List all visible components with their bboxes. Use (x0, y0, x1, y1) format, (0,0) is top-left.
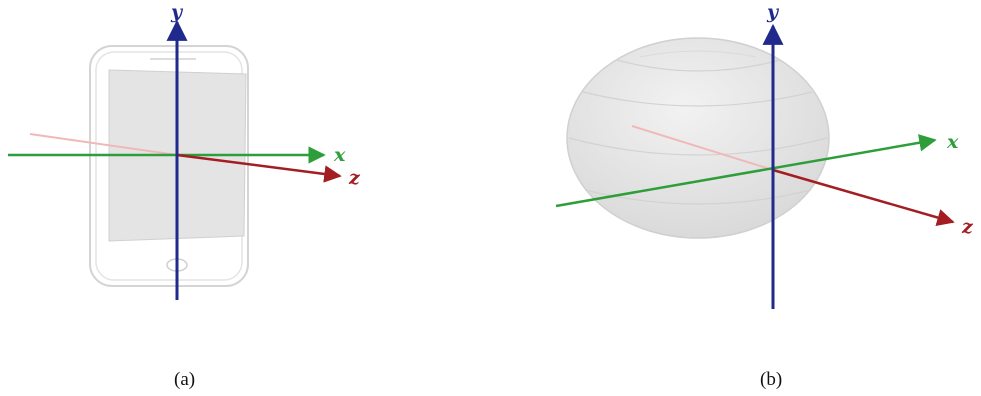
caption-a: (a) (174, 369, 195, 390)
sphere (566, 37, 830, 239)
z-axis-a (176, 153, 342, 183)
z-axis-b (772, 168, 955, 227)
sphere-latitude-3 (568, 137, 828, 156)
z-axis-back-a (29, 133, 178, 156)
sphere-latitude-1 (616, 59, 781, 72)
z-axis-label-a: z (348, 167, 361, 189)
x-axis-b (555, 134, 937, 208)
x-axis-label-a: x (333, 144, 346, 166)
sphere-body (566, 37, 830, 239)
caption-b: (b) (760, 369, 782, 390)
panel-b: y x z (b) (555, 1, 974, 390)
y-axis-label-b: y (766, 1, 780, 23)
x-axis-label-b: x (946, 131, 959, 153)
phone-body (89, 45, 249, 287)
sphere-top-arc (639, 50, 757, 58)
z-axis-back-b (631, 125, 774, 171)
y-axis-label-a: y (170, 1, 184, 23)
sphere-latitude-2 (582, 91, 813, 107)
panel-a: y x z (a) (8, 1, 361, 390)
z-axis-label-b: z (961, 216, 974, 238)
